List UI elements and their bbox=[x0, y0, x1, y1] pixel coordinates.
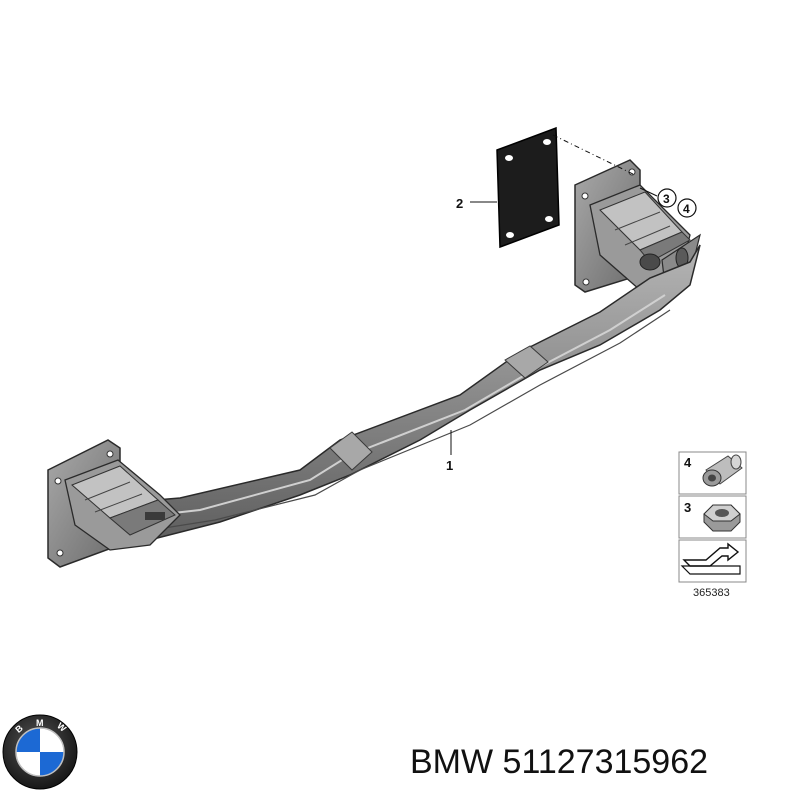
callout-1: 1 bbox=[446, 458, 453, 473]
callout-2: 2 bbox=[456, 196, 463, 211]
gasket-plate bbox=[496, 126, 560, 249]
bolt-icon bbox=[702, 454, 743, 487]
diagram-reference-number: 365383 bbox=[693, 587, 730, 599]
leader-line-3 bbox=[639, 187, 658, 197]
callout-4-circle: 4 bbox=[677, 198, 697, 218]
left-mounting-bracket bbox=[47, 439, 181, 568]
right-mounting-bracket bbox=[574, 159, 701, 293]
callout-3: 3 bbox=[663, 192, 670, 206]
bumper-carrier-beam bbox=[47, 159, 701, 568]
legend-panel: 4 3 365383 bbox=[678, 451, 747, 599]
svg-text:B: B bbox=[13, 723, 25, 735]
caption-brand: BMW bbox=[410, 743, 494, 781]
svg-text:M: M bbox=[36, 718, 44, 728]
bmw-roundel-logo: B M W bbox=[2, 714, 78, 790]
assembly-line bbox=[552, 134, 636, 176]
legend-number-3: 3 bbox=[684, 500, 691, 515]
caption-part-number: 51127315962 bbox=[502, 743, 709, 781]
legend-number-4: 4 bbox=[684, 455, 692, 470]
view-arrow-icon bbox=[680, 542, 741, 575]
callout-3-circle: 3 bbox=[657, 188, 677, 208]
part-caption: BMW 51127315962 bbox=[410, 737, 795, 787]
hex-nut-icon bbox=[703, 504, 741, 532]
callout-4: 4 bbox=[683, 202, 690, 216]
